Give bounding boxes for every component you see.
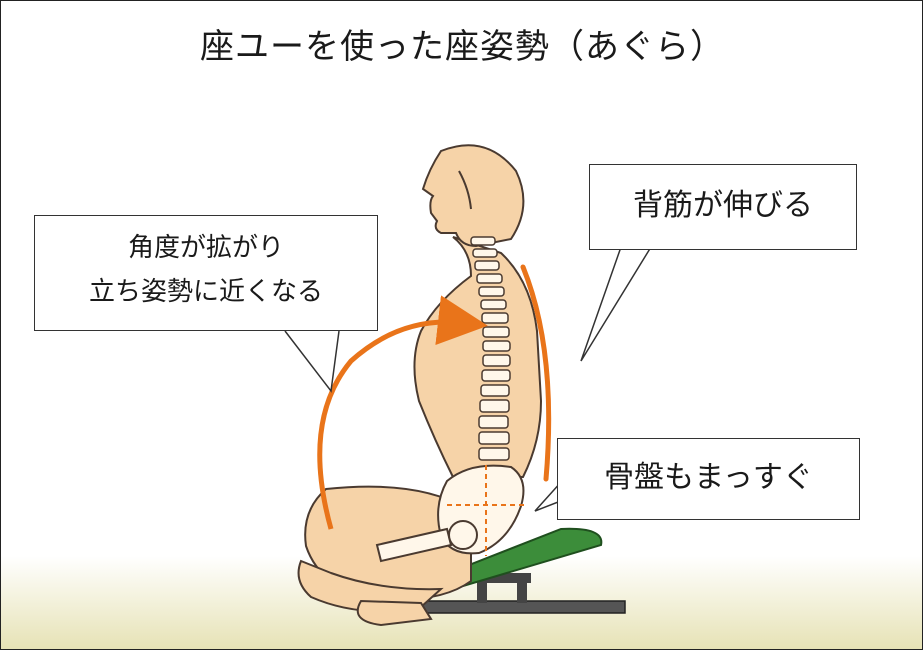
back-callout: 背筋が伸びる <box>589 164 857 250</box>
page-title: 座ユーを使った座姿勢（あぐら） <box>200 27 725 67</box>
angle-callout-line2: 立ち姿勢に近くなる <box>88 277 323 307</box>
back-indicator-line <box>520 264 552 482</box>
seat-stand <box>410 573 626 614</box>
angle-callout: 角度が拡がり 立ち姿勢に近くなる <box>34 215 378 331</box>
torso <box>413 236 543 478</box>
pelvis-callout: 骨盤もまっすぐ <box>557 438 860 520</box>
femur <box>375 520 478 563</box>
angle-callout-pointer <box>284 330 340 393</box>
angle-arrow <box>317 295 488 530</box>
angle-callout-line1: 角度が拡がり <box>127 233 284 263</box>
back-callout-pointer <box>580 246 652 362</box>
head <box>421 144 525 248</box>
